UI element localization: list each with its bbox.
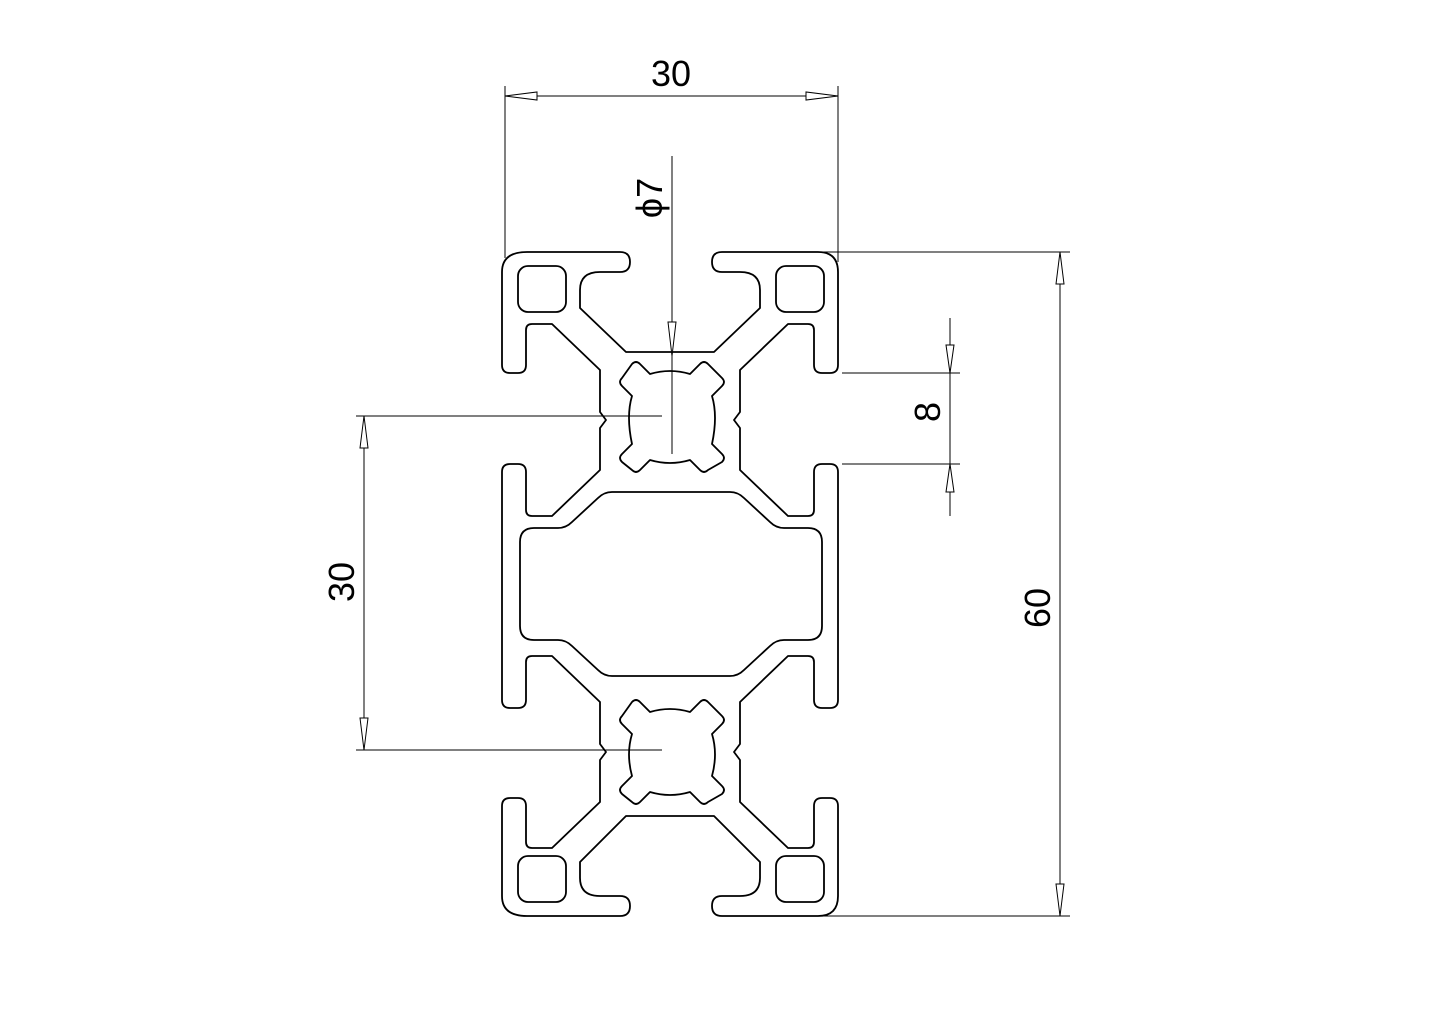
center-marks [356, 156, 673, 751]
dimension-label-slot-width: 8 [907, 402, 948, 422]
corner-cavity-bottom-left [517, 855, 567, 903]
core-bore-lower [619, 699, 725, 805]
corner-cavity-bottom-right [775, 855, 825, 903]
outer-contour [501, 251, 839, 917]
dimension-hole-diameter: ϕ7 [629, 178, 677, 357]
corner-cavity-top-left [517, 265, 567, 313]
dimension-slot-width: 8 [842, 318, 960, 516]
core-bore-upper [619, 361, 725, 473]
corner-cavity-top-right [775, 265, 825, 313]
dimension-label-hole-diameter: ϕ7 [629, 178, 670, 218]
central-cavity [519, 491, 823, 677]
dimension-overall-height: 60 [822, 251, 1070, 917]
dimension-label-slot-pitch: 30 [321, 562, 362, 602]
dimension-slot-pitch: 30 [321, 415, 369, 751]
dimension-top-width: 30 [504, 53, 839, 262]
dimension-label-top-width: 30 [651, 53, 691, 94]
profile-section [501, 251, 839, 917]
dimension-label-overall-height: 60 [1017, 588, 1058, 628]
